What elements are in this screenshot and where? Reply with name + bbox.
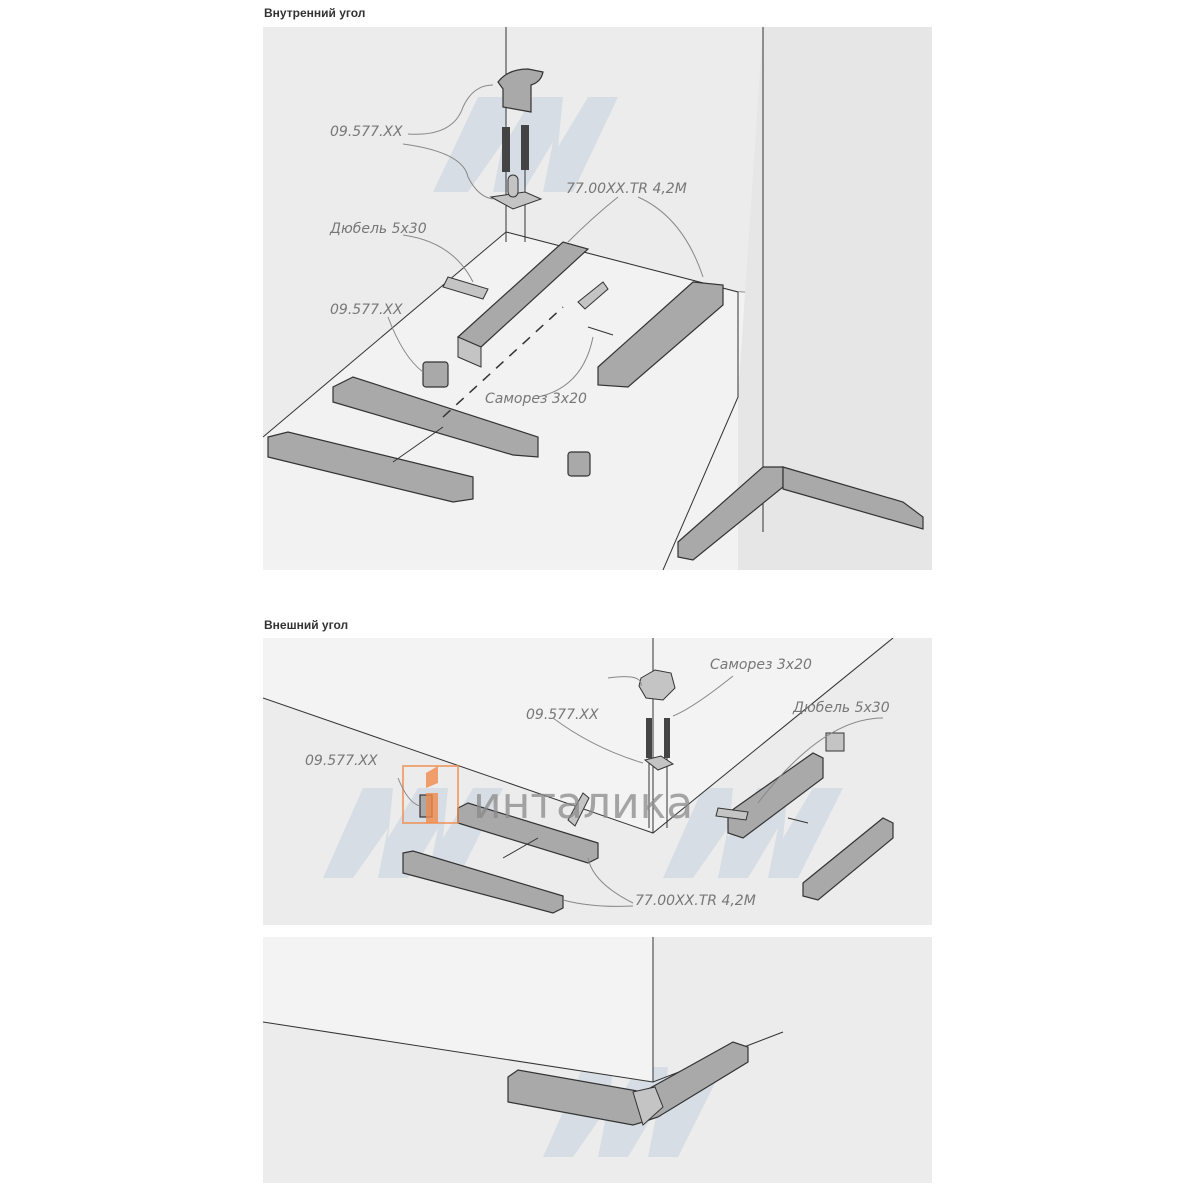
label-cap-top: 09.577.XX <box>526 707 599 723</box>
assembled-skirting <box>782 466 924 530</box>
section-title-inner-corner: Внутренний угол <box>264 6 366 20</box>
top-corner-cap <box>638 669 676 701</box>
label-dowel: Дюбель 5x30 <box>792 700 890 716</box>
label-cap-top: 09.577.XX <box>330 124 403 140</box>
mounting-rail <box>332 376 539 458</box>
screw-icon <box>502 127 510 172</box>
corner-cap <box>632 1086 664 1126</box>
dowel-icon <box>567 792 590 827</box>
skirting-cover <box>597 281 724 388</box>
outer-corner-assembled-diagram <box>263 937 932 1183</box>
end-cap <box>422 361 449 388</box>
skirting-cover <box>267 431 474 503</box>
svg-text:инталикa: инталикa <box>473 778 693 829</box>
mounting-rail <box>727 752 824 839</box>
dowel-icon <box>715 807 749 821</box>
inner-corner-diagram: 09.577.XX 77.00XX.TR 4,2M Дюбель 5x30 09… <box>263 27 932 570</box>
outer-corner-diagram: инталикa Саморез 3x20 09.577.XX Дюбель 5… <box>263 638 932 925</box>
end-cap <box>567 451 591 477</box>
shop-watermark-logo: инталикa <box>402 765 693 829</box>
label-screw: Саморез 3x20 <box>485 391 587 407</box>
corner-bracket <box>643 755 675 771</box>
label-cap-end: 09.577.XX <box>330 302 403 318</box>
skirting-cover <box>402 850 564 914</box>
label-profile: 77.00XX.TR 4,2M <box>635 893 756 909</box>
end-cap <box>825 732 845 752</box>
label-screw: Саморез 3x20 <box>710 657 812 673</box>
dowel-icon <box>577 281 609 310</box>
top-corner-cap <box>497 68 544 113</box>
label-profile: 77.00XX.TR 4,2M <box>566 181 687 197</box>
label-cap-end: 09.577.XX <box>305 753 378 769</box>
skirting-cover <box>802 817 894 901</box>
section-title-outer-corner: Внешний угол <box>264 618 349 632</box>
screw-icon <box>521 125 529 170</box>
dowel-icon <box>442 276 489 300</box>
label-dowel: Дюбель 5x30 <box>329 221 427 237</box>
